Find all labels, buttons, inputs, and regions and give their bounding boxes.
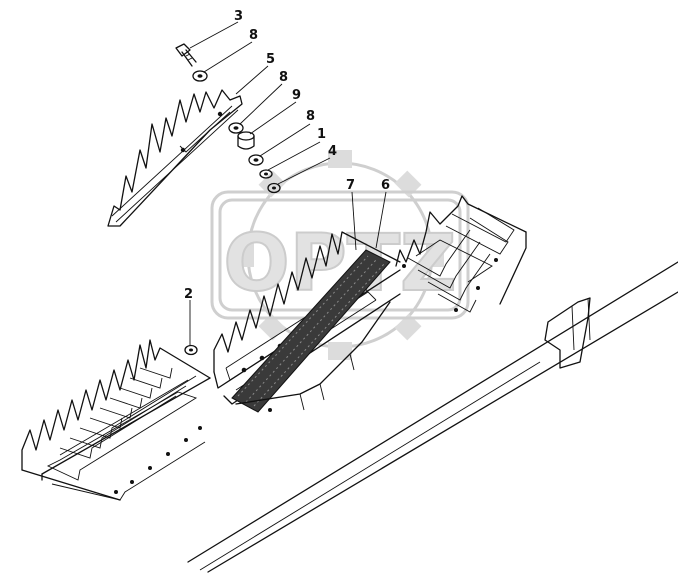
knife-segment-right (395, 195, 527, 313)
leader-lines (189, 21, 387, 346)
bolt-part-3 (175, 43, 197, 67)
washer-part-1 (259, 169, 273, 179)
callout-8-third: 8 (306, 109, 315, 124)
callout-5: 5 (266, 52, 275, 67)
washer-part-8-third (248, 154, 264, 166)
callout-2: 2 (184, 287, 193, 302)
knife-segment-center (213, 231, 401, 413)
knife-segment-left (21, 339, 211, 501)
callout-3: 3 (234, 9, 243, 24)
callout-6: 6 (381, 178, 390, 193)
knife-guard-part-5 (107, 89, 243, 227)
callout-1: 1 (317, 127, 326, 142)
callout-labels: 3 8 5 8 9 8 1 4 7 6 2 (184, 9, 390, 302)
watermark-logo: OPTZ (210, 150, 470, 360)
spacer-part-9 (237, 131, 255, 150)
callout-7: 7 (346, 178, 355, 193)
nut-part-4 (267, 182, 281, 194)
washer-part-8-top (192, 70, 208, 82)
nut-part-2 (184, 344, 198, 356)
washer-part-8-second (228, 122, 244, 134)
callout-4: 4 (328, 144, 337, 159)
frame-rail (187, 261, 678, 573)
callout-8-second: 8 (279, 70, 288, 85)
callout-9: 9 (292, 88, 301, 103)
callout-8-top: 8 (249, 28, 258, 43)
